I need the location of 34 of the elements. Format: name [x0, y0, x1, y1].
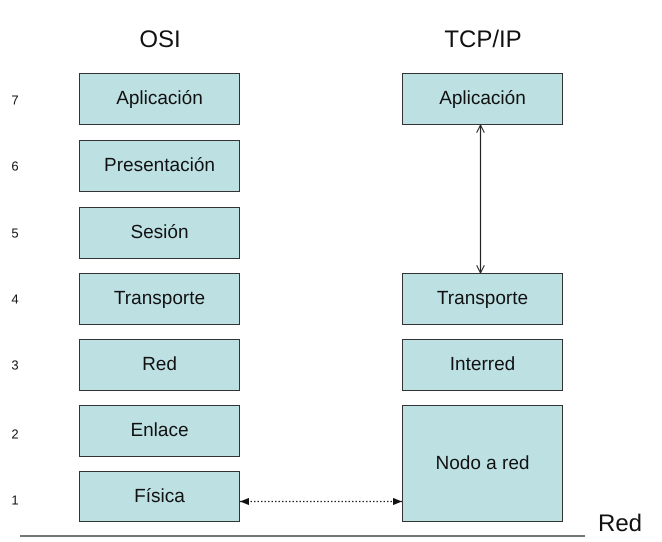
layer-box: [79, 207, 240, 259]
layer-number: 5: [11, 226, 19, 240]
layer-name: Red: [142, 354, 177, 376]
layer-box: [402, 273, 563, 325]
arrow: [476, 124, 486, 274]
layer-box: [79, 273, 240, 325]
arrow: [240, 498, 402, 506]
layer-box: [79, 471, 240, 522]
layer-number: 7: [11, 92, 19, 108]
column-heading: OSI: [139, 26, 181, 54]
layer-box: [402, 339, 563, 391]
layer-name: Interred: [450, 354, 516, 376]
layer-box: [79, 140, 240, 192]
layer-name: Nodo a red: [435, 452, 530, 474]
layer-name: Enlace: [130, 420, 189, 442]
layer-number: 6: [11, 158, 19, 174]
layer-name: Transporte: [436, 288, 528, 310]
layer-box: [79, 405, 240, 457]
layer-number: 3: [11, 358, 19, 372]
layer-name: Aplicación: [116, 88, 203, 110]
layer-number: 4: [11, 292, 19, 306]
layer-name: Física: [134, 486, 185, 508]
column-heading: TCP/IP: [444, 26, 522, 54]
layer-box: [79, 73, 240, 125]
layer-box: [402, 405, 563, 522]
layer-name: Presentación: [104, 155, 215, 177]
layer-name: Aplicación: [439, 88, 526, 110]
layer-name: Transporte: [114, 288, 206, 310]
layer-name: Sesión: [130, 222, 189, 244]
network-label: Red: [598, 510, 642, 538]
layer-number: 2: [11, 426, 19, 442]
layer-box: [402, 73, 563, 125]
layer-number: 1: [11, 492, 19, 508]
layer-box: [79, 339, 240, 391]
